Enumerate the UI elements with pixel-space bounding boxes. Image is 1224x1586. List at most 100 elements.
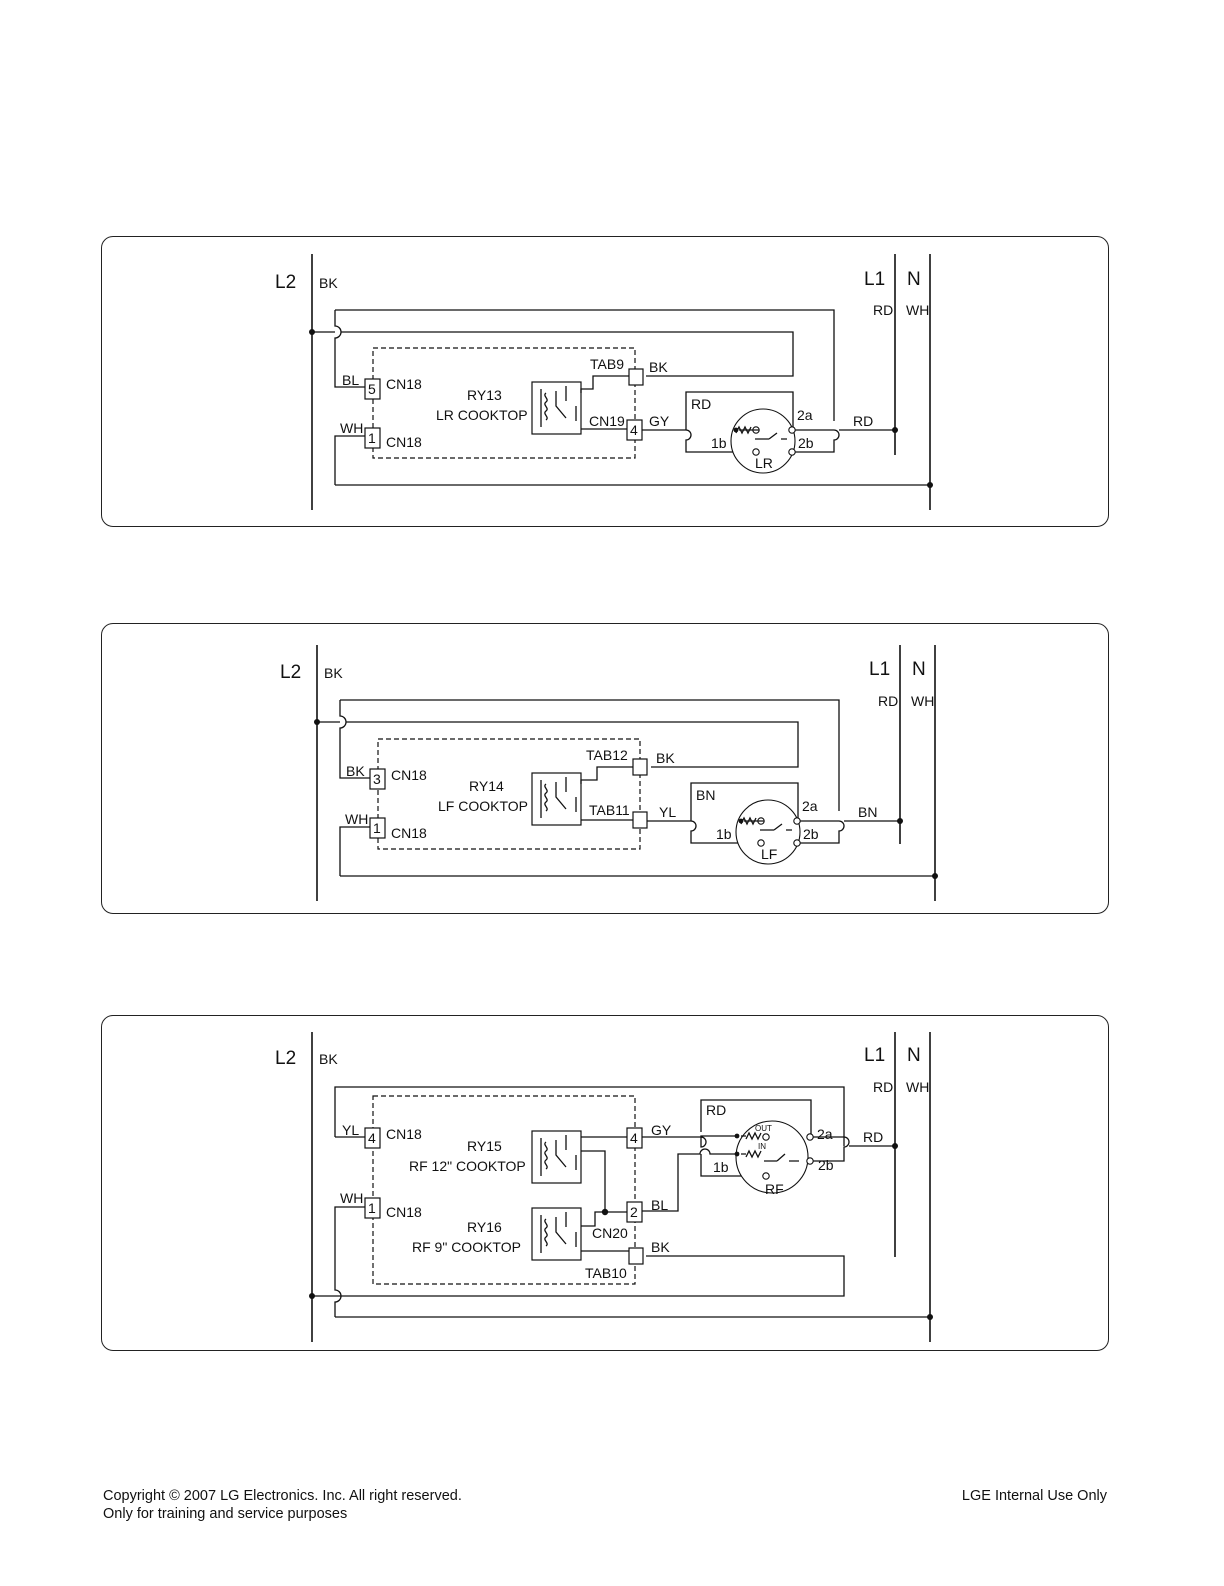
rd-label: RD	[873, 302, 893, 318]
wire-top-loop	[334, 1086, 845, 1146]
gy-label: GY	[651, 1122, 672, 1138]
junction-dot	[314, 719, 320, 725]
rf-element-switch	[735, 1120, 809, 1194]
relay-desc-label: LF COOKTOP	[438, 798, 528, 814]
wire-cn20	[581, 1150, 627, 1227]
t1b-label: 1b	[716, 826, 732, 842]
pin4-label: 4	[630, 422, 638, 438]
neutral-junction-dot	[927, 482, 933, 488]
wire-top	[317, 699, 840, 811]
relay2-label: RY16	[467, 1219, 502, 1235]
control-board-outline	[372, 1095, 636, 1285]
t1b-label: 1b	[713, 1159, 729, 1175]
l1-junction-dot	[892, 1143, 898, 1149]
tab10-terminal	[628, 1247, 644, 1265]
tab9-terminal	[628, 368, 644, 386]
sw-bn-label: BN	[696, 787, 715, 803]
l1-junction-dot	[897, 818, 903, 824]
rd-label: RD	[878, 693, 898, 709]
footer-left: Copyright © 2007 LG Electronics. Inc. Al…	[103, 1487, 462, 1523]
n-label: N	[907, 269, 921, 290]
relay1-desc-label: RF 12" COOKTOP	[409, 1158, 526, 1174]
wire-wh	[339, 826, 370, 876]
bl-wire-label: BL	[342, 372, 359, 388]
cn18b-label: CN18	[391, 825, 427, 841]
wire-wh	[334, 435, 365, 485]
wire-top-rd	[312, 309, 835, 421]
purpose-text: Only for training and service purposes	[103, 1506, 348, 1522]
tab9-bk-label: BK	[649, 359, 668, 375]
l2-label: L2	[280, 662, 301, 683]
yl-wire-label: YL	[342, 1122, 359, 1138]
cn18-pin1	[369, 817, 386, 839]
l1-label: L1	[869, 659, 890, 680]
wire-2a-2b	[800, 820, 845, 844]
tab11-label: TAB11	[589, 802, 630, 818]
rf-schematic: L2 BK L1 N RD WH 4 YL CN18 1 WH CN18 RY1…	[275, 1032, 933, 1342]
wire-tab12	[580, 766, 633, 784]
element-rf-label: RF	[765, 1181, 784, 1197]
yl-label: YL	[659, 804, 676, 820]
wire-tab9-bk	[341, 331, 794, 377]
relay-ry15	[531, 1130, 582, 1184]
cn20-junction-dot	[601, 1208, 609, 1216]
sw-rd-label: RD	[706, 1102, 726, 1118]
wh-label: WH	[911, 693, 934, 709]
t2a-label: 2a	[797, 407, 813, 423]
l1-label: L1	[864, 269, 885, 290]
tab10-bk-label: BK	[651, 1239, 670, 1255]
relay-coil-icon	[540, 1212, 577, 1253]
lr-switch-symbol	[735, 425, 787, 440]
relay1-label: RY15	[467, 1138, 502, 1154]
tab11-terminal	[632, 811, 648, 829]
n-label: N	[907, 1045, 921, 1066]
cn18b-label: CN18	[386, 434, 422, 450]
wire-bl	[334, 310, 365, 388]
lr-element-switch	[730, 408, 796, 474]
out-label: OUT	[755, 1124, 772, 1133]
cn18-pin5	[364, 378, 381, 400]
t2b-label: 2b	[803, 826, 819, 842]
relay-ry16	[531, 1207, 582, 1261]
pin1-label: 1	[368, 430, 376, 446]
relay2-desc-label: RF 9" COOKTOP	[412, 1239, 521, 1255]
wiring-diagram-lf-cooktop: L2 BK L1 N RD WH 3 BK CN18 1 WH CN18 RY1…	[101, 623, 1109, 914]
cn18a-label: CN18	[386, 1126, 422, 1142]
element-lf-label: LF	[761, 846, 777, 862]
relay-coil-icon	[540, 386, 577, 427]
wire-sw-bn	[690, 782, 799, 821]
wiring-diagram-lr-cooktop: L2 BK L1 N RD WH 5 BL CN18 1 WH CN18 RY1…	[101, 236, 1109, 527]
t2a-label: 2a	[802, 798, 818, 814]
wire-bl-in	[642, 1148, 736, 1212]
bk-label: BK	[319, 1051, 338, 1067]
rd-label: RD	[873, 1079, 893, 1095]
lr-schematic: L2 BK L1 N RD WH 5 BL CN18 1 WH CN18 RY1…	[275, 254, 933, 510]
bk-label: BK	[319, 275, 338, 291]
relay-label: RY13	[467, 387, 502, 403]
wh-wire-label: WH	[340, 420, 363, 436]
pin4b-terminal	[626, 1127, 643, 1149]
t2b-label: 2b	[798, 435, 814, 451]
wh-label: WH	[906, 302, 929, 318]
gy-label: GY	[649, 413, 670, 429]
relay-coil-icon	[540, 777, 577, 818]
wire-sw-rd	[685, 391, 794, 430]
in-label: IN	[758, 1142, 766, 1151]
lf-schematic: L2 BK L1 N RD WH 3 BK CN18 1 WH CN18 RY1…	[280, 645, 938, 901]
wh-wire-label: WH	[345, 811, 368, 827]
n-label: N	[912, 659, 926, 680]
pin2-label: 2	[630, 1204, 638, 1220]
wire-tab9	[580, 375, 629, 393]
pin4b-label: 4	[630, 1130, 638, 1146]
wire-2a-2b	[813, 1136, 850, 1162]
out-rd-label: RD	[853, 413, 873, 429]
out-bn-label: BN	[858, 804, 877, 820]
sw-rd-label: RD	[691, 396, 711, 412]
t1b-label: 1b	[711, 435, 727, 451]
cn18-pin1	[364, 1197, 381, 1219]
lf-element-switch	[735, 799, 801, 865]
cn18a-label: CN18	[386, 376, 422, 392]
control-board-outline	[377, 738, 641, 850]
wh-wire-label: WH	[340, 1190, 363, 1206]
tab12-terminal	[632, 758, 648, 776]
